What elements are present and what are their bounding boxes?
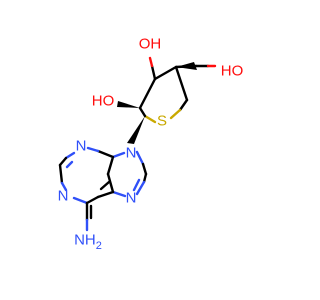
atom-label-ho-left: HO bbox=[92, 93, 115, 110]
thiolane-ring bbox=[138, 65, 189, 124]
atom-label-ho-right: HO bbox=[221, 63, 244, 80]
atom-label-n3: N bbox=[76, 138, 87, 155]
atom-label-nh2: NH2 bbox=[74, 232, 102, 253]
molecule-structure: OH HO HO S N N N N NH2 bbox=[58, 36, 244, 253]
wedge-bond-c4-ch2oh bbox=[176, 62, 197, 70]
imidazole-ring bbox=[106, 150, 148, 198]
atom-label-sulfur: S bbox=[157, 113, 167, 130]
atom-label-oh-top: OH bbox=[139, 36, 162, 53]
atom-label-n1: N bbox=[58, 188, 69, 205]
pyrimidine-ring bbox=[58, 146, 115, 232]
wedge-bond-c1-n9 bbox=[127, 116, 145, 144]
atom-label-n9: N bbox=[126, 145, 137, 162]
atom-label-n7: N bbox=[126, 190, 137, 207]
wedge-bond-c2-oh bbox=[117, 101, 140, 108]
